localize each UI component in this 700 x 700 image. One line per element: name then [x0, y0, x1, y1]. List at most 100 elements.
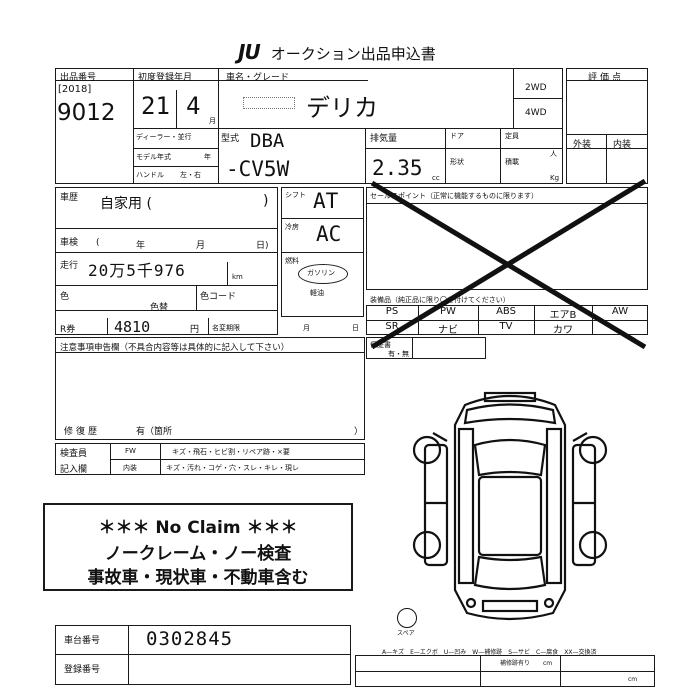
- type-label: 型式: [221, 134, 240, 144]
- repair-label: 修復歴: [64, 427, 101, 437]
- lot-year: [2018]: [58, 84, 92, 95]
- cross-out-mark: [370, 178, 647, 350]
- vehicle-info-frame: [55, 187, 278, 335]
- checker-fw-desc: キズ・飛石・ヒビ割・リペア跡・×要: [172, 448, 290, 456]
- checker-interior-desc: キズ・汚れ・コゲ・穴・スレ・キレ・現レ: [166, 464, 299, 472]
- equipment-item: PW: [440, 306, 456, 317]
- lot-label: 出品番号: [60, 73, 97, 83]
- drive-2wd: 2WD: [525, 83, 547, 93]
- repair-close: ）: [354, 427, 364, 437]
- checker-fw: FW: [125, 447, 136, 455]
- rating-label: 評価点: [588, 73, 625, 83]
- fuel-label: 燃料: [285, 257, 299, 265]
- chassis-value: 0302845: [146, 628, 234, 650]
- diagram-unit-1: cm: [543, 660, 553, 667]
- history-label: 車歴: [60, 193, 79, 203]
- no-claim-line-3: 事故車・現状車・不動車含む: [87, 568, 309, 588]
- car-name-redaction: [243, 97, 295, 109]
- lot-number: 9012: [57, 100, 116, 126]
- first-reg-month: 4: [186, 92, 201, 120]
- cooler-value: AC: [316, 222, 342, 246]
- equipment-item: カワ: [553, 325, 573, 336]
- load-unit: Kg: [550, 174, 560, 182]
- inspection-day: 日): [256, 241, 269, 251]
- r-ticket-value: 4810: [114, 318, 151, 336]
- r-ticket-label: R券: [60, 325, 76, 335]
- mileage-unit: km: [232, 273, 243, 281]
- car-damage-diagram: [412, 391, 608, 621]
- sales-point-box: [366, 187, 648, 290]
- warranty-label: 保証書: [370, 341, 391, 349]
- equipment-item: ナビ: [438, 325, 458, 336]
- chassis-box: [55, 625, 351, 685]
- drive-4wd: 4WD: [525, 108, 547, 118]
- notes-label: 注意事項申告欄（不具合内容等は具体的に記入して下さい）: [60, 343, 290, 353]
- equipment-item: AW: [611, 306, 629, 317]
- brand-logo: JU: [238, 40, 261, 64]
- inspection-open: (: [96, 238, 100, 248]
- top-section-frame: [55, 68, 563, 184]
- damage-legend: A—キズ E—エクボ U—凹み W—補修跡 S—サビ C—腐食 XX—交換済: [382, 649, 597, 656]
- warranty-options: 有・無: [388, 350, 409, 358]
- displacement-label: 排気量: [370, 134, 398, 144]
- document-title: オークション出品申込書: [270, 45, 436, 63]
- model-year-unit: 年: [204, 153, 211, 161]
- checker-label-2: 記入欄: [60, 465, 88, 475]
- fuel-gasoline: ガソリン: [307, 269, 335, 277]
- inspection-month: 月: [196, 241, 206, 251]
- repair-value: 有（箇所: [136, 427, 173, 437]
- fuel-diesel: 軽油: [310, 289, 324, 297]
- first-reg-month-unit: 月: [209, 117, 216, 125]
- history-value: 自家用 (: [100, 196, 152, 212]
- first-reg-year: 21: [141, 92, 170, 120]
- displacement-unit: cc: [432, 174, 440, 182]
- equipment-item: TV: [499, 321, 513, 332]
- spare-tire-circle: [397, 608, 417, 628]
- fuel-gasoline-circle: [298, 264, 348, 284]
- equipment-item: SR: [385, 321, 399, 332]
- header-title-row: JU オークション出品申込書: [238, 40, 436, 64]
- inspection-label: 車検: [60, 238, 79, 248]
- inspection-year: 年: [136, 241, 146, 251]
- equipment-item: ABS: [496, 306, 516, 317]
- car-name-value: デリカ: [306, 94, 378, 122]
- repair-mark-label: 補修跡有り: [500, 660, 531, 667]
- name-change-month: 月: [303, 324, 310, 332]
- registration-label: 登録番号: [64, 665, 101, 675]
- name-change-label: 名変期限: [212, 324, 240, 332]
- cooler-label: 冷房: [285, 223, 299, 231]
- no-claim-line-2: ノークレーム・ノー検査: [104, 544, 292, 564]
- capacity-unit: 人: [550, 150, 557, 158]
- history-close: ): [263, 193, 269, 209]
- type-value-2: -CV5W: [226, 157, 290, 181]
- first-reg-label: 初度登録年月: [138, 73, 193, 83]
- shift-label: シフト: [285, 191, 306, 199]
- mileage-value: 20万5千976: [88, 261, 186, 280]
- car-name-label: 車名・グレード: [226, 73, 290, 83]
- equipment-item: エアB: [549, 310, 577, 321]
- load-label: 積載: [505, 158, 519, 166]
- displacement-value: 2.35: [372, 156, 423, 180]
- rating-interior: 内装: [613, 140, 632, 150]
- type-value-1: DBA: [250, 130, 285, 152]
- rating-exterior: 外装: [573, 140, 592, 150]
- mileage-label: 走行: [60, 261, 79, 271]
- notes-box: [55, 337, 365, 440]
- warranty-box: [366, 337, 486, 359]
- color-label: 色: [60, 292, 70, 302]
- equipment-item: PS: [385, 306, 399, 317]
- color-code-label: 色コード: [200, 292, 237, 302]
- dealer-label: ディーラー・並行: [136, 133, 192, 141]
- handle-label: ハンドル: [136, 171, 164, 179]
- shape-label: 形状: [450, 158, 464, 166]
- checker-interior: 内装: [123, 464, 137, 472]
- diagram-unit-2: cm: [628, 676, 638, 683]
- name-change-day: 日: [352, 324, 359, 332]
- no-claim-stamp: [43, 503, 353, 591]
- sales-point-label: セールスポイント（正常に機能するものに限ります）: [370, 192, 538, 200]
- shift-value: AT: [313, 189, 339, 213]
- spare-label: スペア: [397, 630, 415, 637]
- model-year-label: モデル年式: [136, 153, 171, 161]
- r-ticket-unit: 円: [190, 325, 200, 335]
- color-change-label: 色替: [150, 303, 169, 313]
